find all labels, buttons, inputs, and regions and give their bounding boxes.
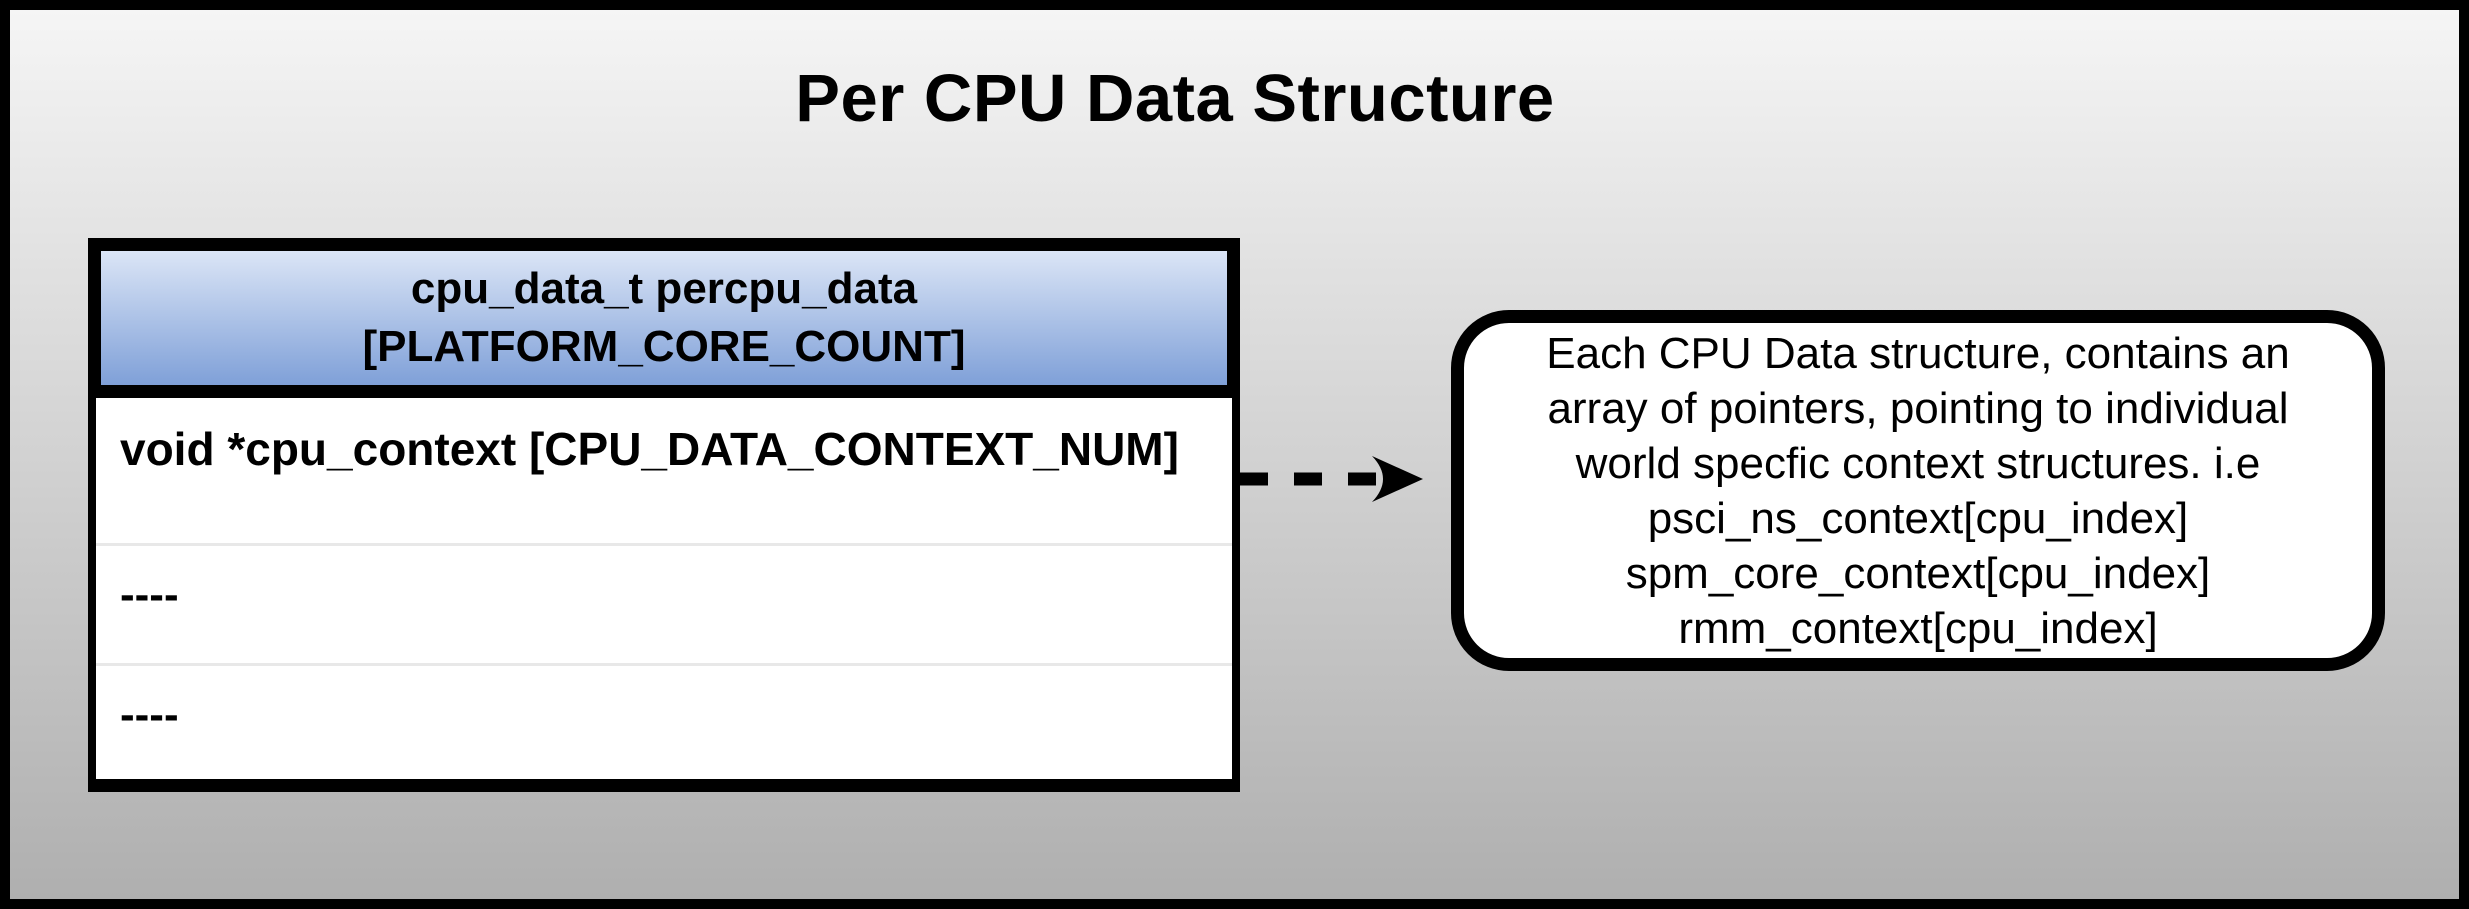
table-row: ---- (96, 543, 1232, 663)
diagram-title: Per CPU Data Structure (795, 61, 1555, 136)
dashed-right-arrow-icon (1240, 456, 1423, 502)
table-header: cpu_data_t percpu_data [PLATFORM_CORE_CO… (88, 238, 1240, 398)
callout-text: Each CPU Data structure, contains an arr… (1546, 328, 2290, 653)
table-row: void *cpu_context [CPU_DATA_CONTEXT_NUM] (120, 423, 1179, 475)
table-row: ---- (96, 663, 1232, 776)
annotation-callout: Each CPU Data structure, contains an arr… (1451, 310, 2385, 671)
cpu-data-table-body: void *cpu_context [CPU_DATA_CONTEXT_NUM]… (88, 398, 1240, 792)
